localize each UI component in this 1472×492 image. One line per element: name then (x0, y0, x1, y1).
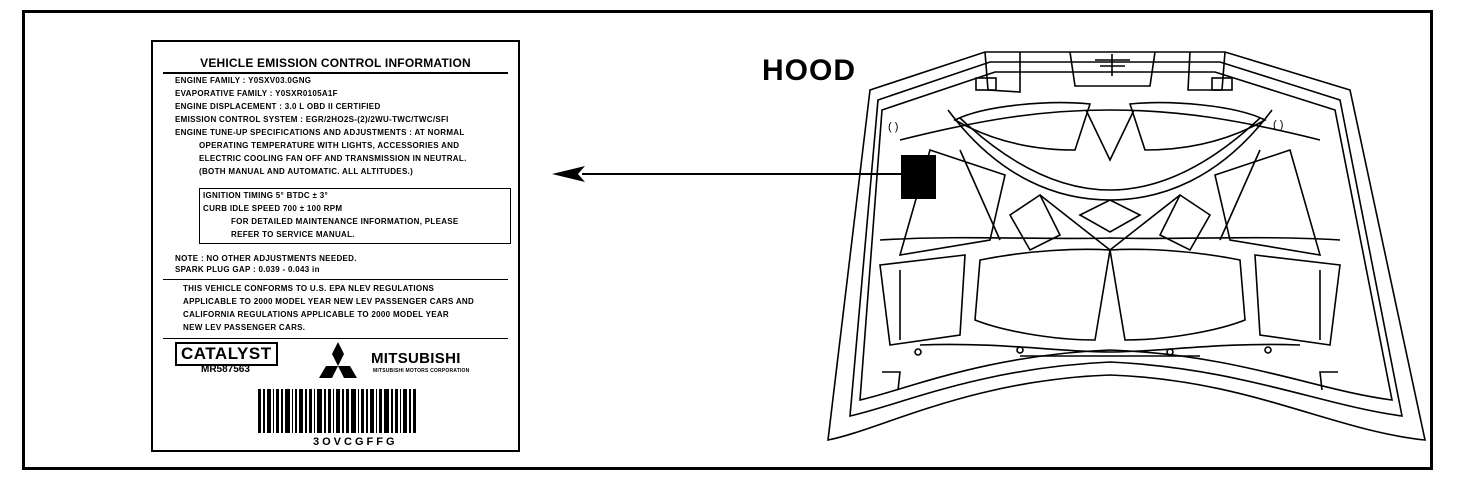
divider (163, 338, 508, 339)
brand-subtitle: MITSUBISHI MOTORS CORPORATION (373, 368, 470, 374)
idle-speed-line: CURB IDLE SPEED 700 ± 100 RPM (203, 204, 343, 213)
ignition-spec-box (199, 188, 511, 244)
conformance-line-2: APPLICABLE TO 2000 MODEL YEAR NEW LEV PA… (183, 297, 475, 306)
pointer-arrow (552, 166, 905, 182)
tuneup-spec-line-2: OPERATING TEMPERATURE WITH LIGHTS, ACCES… (199, 141, 460, 150)
hood-outline: ( ) ( ) (827, 51, 1427, 441)
part-number: MR587563 (201, 364, 250, 375)
hood-title: HOOD (762, 54, 856, 87)
engine-displacement-line: ENGINE DISPLACEMENT : 3.0 L OBD II CERTI… (175, 102, 381, 111)
title-rule (163, 72, 508, 74)
spark-plug-gap-line: SPARK PLUG GAP : 0.039 - 0.043 in (175, 265, 320, 274)
emission-system-line: EMISSION CONTROL SYSTEM : EGR/2HO2S-(2)/… (175, 115, 449, 124)
service-manual-line: REFER TO SERVICE MANUAL. (231, 230, 355, 239)
maintenance-info-line: FOR DETAILED MAINTENANCE INFORMATION, PL… (231, 217, 459, 226)
emission-control-label: VEHICLE EMISSION CONTROL INFORMATION ENG… (151, 40, 520, 452)
brand-name: MITSUBISHI (371, 350, 461, 367)
conformance-line-3: CALIFORNIA REGULATIONS APPLICABLE TO 200… (183, 310, 449, 319)
catalyst-badge: CATALYST (175, 342, 278, 366)
tuneup-spec-line: ENGINE TUNE-UP SPECIFICATIONS AND ADJUST… (175, 128, 465, 137)
conformance-line-4: NEW LEV PASSENGER CARS. (183, 323, 306, 332)
label-location-marker (901, 155, 936, 199)
three-diamond-logo-icon (319, 342, 357, 378)
note-line: NOTE : NO OTHER ADJUSTMENTS NEEDED. (175, 254, 357, 263)
diagram-frame (22, 10, 1433, 470)
tuneup-spec-line-4: (BOTH MANUAL AND AUTOMATIC. ALL ALTITUDE… (199, 167, 414, 176)
barcode-number: 3OVCGFFG (313, 436, 398, 448)
ignition-timing-line: IGNITION TIMING 5° BTDC ± 3° (203, 191, 328, 200)
conformance-line-1: THIS VEHICLE CONFORMS TO U.S. EPA NLEV R… (183, 284, 435, 293)
svg-text:( ): ( ) (1273, 119, 1283, 131)
tuneup-spec-line-3: ELECTRIC COOLING FAN OFF AND TRANSMISSIO… (199, 154, 467, 163)
barcode-icon (258, 389, 416, 433)
engine-family-line: ENGINE FAMILY : Y0SXV03.0GNG (175, 76, 312, 85)
divider (163, 279, 508, 280)
evaporative-family-line: EVAPORATIVE FAMILY : Y0SXR0105A1F (175, 89, 338, 98)
svg-text:( ): ( ) (888, 121, 898, 133)
label-title: VEHICLE EMISSION CONTROL INFORMATION (200, 56, 471, 70)
